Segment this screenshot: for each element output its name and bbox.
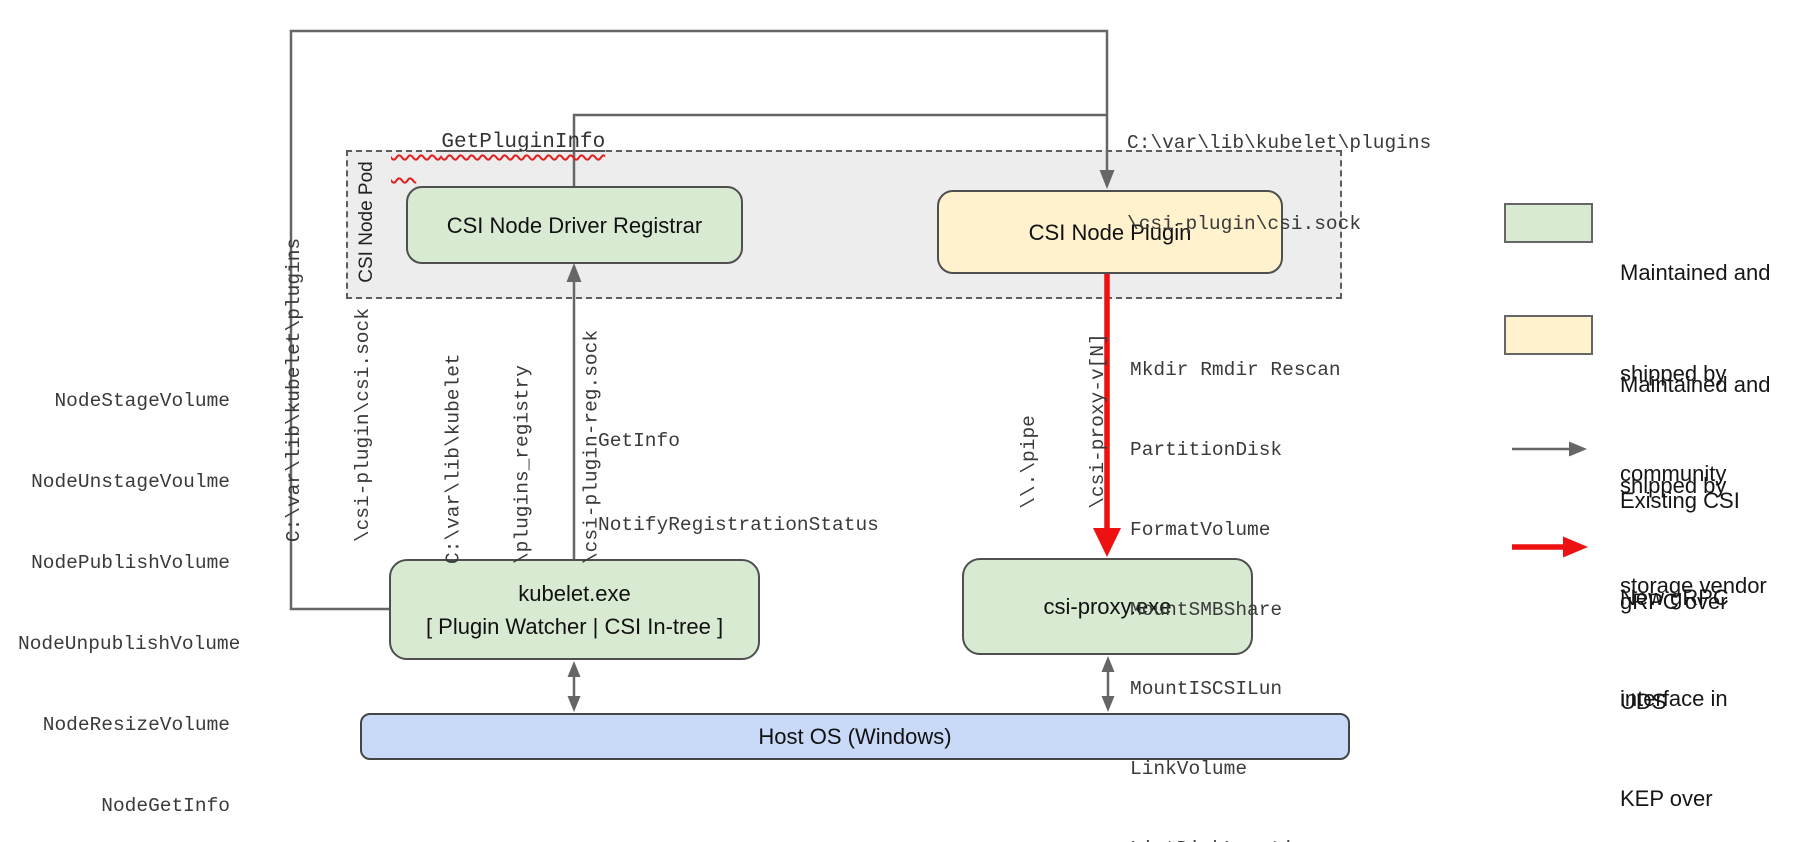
arrowhead-down-icon bbox=[567, 696, 581, 712]
list-item: NodeUnstageVoulme bbox=[31, 471, 230, 493]
list-item: ListDiskLocations bbox=[1130, 836, 1341, 842]
csi-proxy-label: csi-proxy.exe bbox=[1043, 594, 1172, 619]
csi-sock-vertical-label: C:\var\lib\kubelet\plugins \csi-plugin\c… bbox=[283, 237, 374, 543]
plugin-label: CSI Node Plugin bbox=[1028, 219, 1192, 245]
legend-pipe-text: New gRPC interface in KEP over named pip… bbox=[1620, 585, 1729, 811]
registration-rpc-list: GetInfo NotifyRegistrationStatus bbox=[598, 371, 879, 595]
arrowhead-up-icon bbox=[567, 661, 581, 677]
csi-sock-path-label: C:\var\lib\kubelet\plugins \csi-plugin\c… bbox=[1127, 132, 1432, 235]
arrowhead-up-icon bbox=[1101, 656, 1115, 672]
uds-kubelet-to-plugin-connector bbox=[289, 29, 1109, 611]
list-item: Mkdir Rmdir Rescan bbox=[1130, 359, 1341, 382]
registrar-label: CSI Node Driver Registrar bbox=[446, 212, 703, 238]
list-item: PartitionDisk bbox=[1130, 438, 1283, 461]
csi-proxy-rpc-list: Mkdir Rmdir Rescan PartitionDisk FormatV… bbox=[1130, 304, 1341, 842]
legend-community-swatch bbox=[1504, 203, 1593, 243]
legend-red-arrowhead-icon bbox=[1563, 536, 1588, 558]
node-rpc-list: NodeStageVolume NodeUnstageVoulme NodePu… bbox=[18, 334, 241, 842]
csi-node-driver-registrar-box: CSI Node Driver Registrar bbox=[406, 186, 743, 264]
list-item: NodeUnpublishVolume bbox=[18, 633, 241, 655]
csi-node-plugin-box: CSI Node Plugin bbox=[937, 190, 1283, 274]
arrowhead-into-plugin-icon bbox=[1099, 170, 1115, 189]
host-os-box: Host OS (Windows) bbox=[360, 713, 1350, 760]
list-item: NodeGetInfo bbox=[101, 795, 230, 817]
list-item: NotifyRegistrationStatus bbox=[598, 514, 879, 536]
list-item: GetInfo bbox=[598, 430, 680, 452]
kubelet-label-line1: kubelet.exe bbox=[518, 580, 631, 606]
csi-proxy-box: csi-proxy.exe bbox=[962, 558, 1253, 655]
plugin-reg-sock-vertical-label: C:\var\lib\kubelet \plugins_registry \cs… bbox=[442, 329, 603, 565]
legend-vendor-swatch bbox=[1504, 315, 1593, 355]
named-pipe-vertical-label: \\.\pipe \csi-proxy-v[N] bbox=[1018, 333, 1109, 509]
host-os-label: Host OS (Windows) bbox=[758, 724, 952, 749]
legend-vendor-text: Maintained and shipped by storage vendor bbox=[1620, 372, 1771, 598]
kubelet-label-line2: [ Plugin Watcher | CSI In-tree ] bbox=[425, 613, 724, 639]
list-item: NodePublishVolume bbox=[31, 552, 230, 574]
list-item: MountSMBShare bbox=[1130, 598, 1283, 621]
list-item: NodeStageVolume bbox=[54, 390, 230, 412]
list-item: FormatVolume bbox=[1130, 518, 1271, 541]
kubelet-box: kubelet.exe [ Plugin Watcher | CSI In-tr… bbox=[389, 559, 760, 660]
legend-uds-text: Existing CSI gRPC over UDS bbox=[1620, 488, 1740, 714]
legend-gray-arrowhead-icon bbox=[1569, 441, 1587, 457]
get-plugin-info-label: GetPluginInfo bbox=[441, 131, 606, 154]
arrowhead-into-registrar-icon bbox=[566, 263, 582, 282]
list-item: LinkVolume bbox=[1130, 758, 1248, 781]
get-plugin-info-connector bbox=[572, 113, 1107, 187]
arrowhead-down-icon bbox=[1101, 696, 1115, 712]
list-item: MountISCSILun bbox=[1130, 678, 1283, 701]
red-arrowhead-into-csiproxy-icon bbox=[1093, 528, 1121, 557]
list-item: NodeResizeVolume bbox=[42, 714, 230, 736]
legend-community-text: Maintained and shipped by community bbox=[1620, 260, 1771, 486]
